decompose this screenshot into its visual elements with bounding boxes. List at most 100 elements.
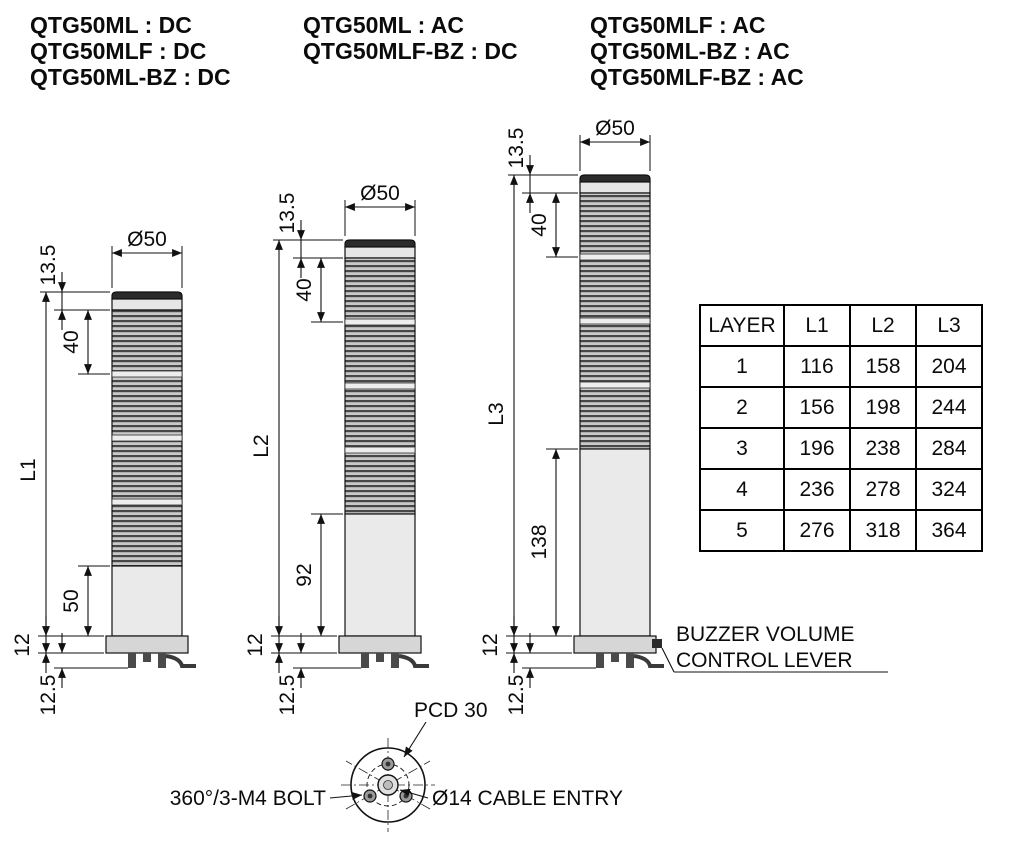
dim-total-height-label: L3 bbox=[485, 402, 508, 425]
table-header-cell: LAYER bbox=[699, 304, 785, 347]
bottom-view-callouts: PCD 30 360°/3-M4 BOLT Ø14 CABLE ENTRY bbox=[170, 699, 623, 810]
dim-total-height-label: L2 bbox=[250, 434, 273, 457]
table-row: 5 276 318 364 bbox=[699, 509, 983, 552]
table-cell: 284 bbox=[915, 427, 983, 470]
table-cell: 1 bbox=[699, 345, 785, 388]
table-cell: 318 bbox=[849, 509, 917, 552]
bottom-view: PCD 30 360°/3-M4 BOLT Ø14 CABLE ENTRY bbox=[170, 699, 623, 832]
model-label: QTG50ML-BZ : AC bbox=[590, 38, 790, 64]
model-header-column-mid: QTG50ML : AC QTG50MLF-BZ : DC bbox=[303, 12, 518, 64]
bolt-label: 360°/3-M4 BOLT bbox=[170, 787, 326, 810]
dim-base-label: 12 bbox=[11, 633, 34, 656]
cable-entry-hole-inner bbox=[383, 780, 393, 790]
tower-2-module-separator bbox=[344, 382, 416, 390]
tower-3-module-separator bbox=[579, 317, 651, 325]
table-header-cell: L2 bbox=[849, 304, 917, 347]
tower-2-cap-top bbox=[344, 239, 416, 248]
buzzer-volume-lever bbox=[652, 639, 662, 648]
dim-cap-label: 13.5 bbox=[37, 245, 60, 286]
dim-total-height-label: L1 bbox=[17, 458, 40, 481]
table-row: 3 196 238 284 bbox=[699, 427, 983, 470]
tower-2-cable bbox=[398, 654, 429, 668]
table-header-cell: L3 bbox=[915, 304, 983, 347]
table-cell: 324 bbox=[915, 468, 983, 511]
table-cell: 204 bbox=[915, 345, 983, 388]
dim-diameter-label: Ø50 bbox=[595, 117, 635, 140]
dim-module-label: 40 bbox=[60, 330, 83, 353]
table-cell: 5 bbox=[699, 509, 785, 552]
dim-bottom-label: 12.5 bbox=[37, 675, 60, 716]
tower-3-cap bbox=[579, 181, 651, 194]
tower-2-dimensions: Ø50 13.5 40 L2 92 12 12.5 bbox=[244, 182, 415, 715]
tower-1-module-separator bbox=[111, 370, 183, 378]
table-cell: 276 bbox=[783, 509, 851, 552]
tower-3-cable bbox=[633, 654, 664, 668]
tower-1-pole bbox=[111, 565, 183, 637]
table-cell: 244 bbox=[915, 386, 983, 429]
tower-3-module-separator bbox=[579, 381, 651, 389]
table-cell: 278 bbox=[849, 468, 917, 511]
tower-3-dimensions: Ø50 13.5 40 L3 138 12 12.5 bbox=[479, 117, 650, 715]
dim-base-label: 12 bbox=[479, 633, 502, 656]
tower-1-cap-top bbox=[111, 291, 183, 300]
dim-body-label: 50 bbox=[60, 589, 83, 612]
table-row: 4 236 278 324 bbox=[699, 468, 983, 511]
tower-1-mounting-studs bbox=[128, 653, 166, 668]
tower-1-base bbox=[105, 635, 189, 654]
model-label: QTG50MLF-BZ : AC bbox=[590, 64, 804, 90]
tower-1-cable bbox=[165, 654, 196, 668]
table-header-row: LAYER L1 L2 L3 bbox=[699, 304, 983, 347]
tower-1-module-separator bbox=[111, 498, 183, 506]
tower-3-base bbox=[573, 635, 657, 654]
tower-3-body bbox=[573, 174, 664, 668]
model-header-column-dc: QTG50ML : DC QTG50MLF : DC QTG50ML-BZ : … bbox=[30, 12, 231, 90]
tower-2-module-separator bbox=[344, 318, 416, 326]
tower-1-drawing: Ø50 13.5 40 L1 50 12 12.5 bbox=[11, 228, 196, 715]
table-cell: 3 bbox=[699, 427, 785, 470]
model-label: QTG50MLF-BZ : DC bbox=[303, 38, 518, 64]
buzzer-callout-line2: CONTROL LEVER bbox=[676, 649, 853, 672]
model-label: QTG50MLF : DC bbox=[30, 38, 206, 64]
table-cell: 156 bbox=[783, 386, 851, 429]
buzzer-callout: BUZZER VOLUME CONTROL LEVER bbox=[661, 623, 888, 673]
tower-1-extension-lines bbox=[38, 246, 183, 669]
dim-diameter-label: Ø50 bbox=[127, 228, 167, 251]
tower-2-drawing: Ø50 13.5 40 L2 92 12 12.5 bbox=[244, 182, 429, 715]
tower-1-module-separator bbox=[111, 434, 183, 442]
model-label: QTG50MLF : AC bbox=[590, 12, 765, 38]
tower-3-pole bbox=[579, 448, 651, 637]
dim-body-label: 138 bbox=[528, 524, 551, 559]
dim-bottom-label: 12.5 bbox=[505, 675, 528, 716]
tower-2-body bbox=[338, 239, 429, 668]
dim-cap-label: 13.5 bbox=[276, 193, 299, 234]
tower-3-module-separator bbox=[579, 253, 651, 261]
tower-3-mounting-studs bbox=[596, 653, 634, 668]
tower-1-cap bbox=[111, 298, 183, 311]
dim-module-label: 40 bbox=[528, 213, 551, 236]
tower-2-mounting-studs bbox=[361, 653, 399, 668]
dim-bottom-label: 12.5 bbox=[276, 675, 299, 716]
table-cell: 198 bbox=[849, 386, 917, 429]
model-header-column-ac: QTG50MLF : AC QTG50ML-BZ : AC QTG50MLF-B… bbox=[590, 12, 804, 90]
tower-1-dimensions: Ø50 13.5 40 L1 50 12 12.5 bbox=[11, 228, 182, 715]
table-cell: 116 bbox=[783, 345, 851, 388]
tower-2-module-separator bbox=[344, 446, 416, 454]
tower-2-pole bbox=[344, 513, 416, 637]
tower-1-body bbox=[105, 291, 196, 668]
table-cell: 2 bbox=[699, 386, 785, 429]
table-cell: 158 bbox=[849, 345, 917, 388]
buzzer-callout-line1: BUZZER VOLUME bbox=[676, 623, 855, 646]
model-label: QTG50ML-BZ : DC bbox=[30, 64, 231, 90]
dim-cap-label: 13.5 bbox=[505, 128, 528, 169]
dim-diameter-label: Ø50 bbox=[360, 182, 400, 205]
dim-body-label: 92 bbox=[293, 563, 316, 586]
layer-height-table: LAYER L1 L2 L3 1 116 158 204 2 156 198 2… bbox=[699, 304, 983, 552]
table-header-cell: L1 bbox=[783, 304, 851, 347]
dim-module-label: 40 bbox=[293, 278, 316, 301]
dim-base-label: 12 bbox=[244, 633, 267, 656]
cable-entry-label: Ø14 CABLE ENTRY bbox=[432, 787, 623, 810]
model-label: QTG50ML : AC bbox=[303, 12, 464, 38]
table-cell: 238 bbox=[849, 427, 917, 470]
